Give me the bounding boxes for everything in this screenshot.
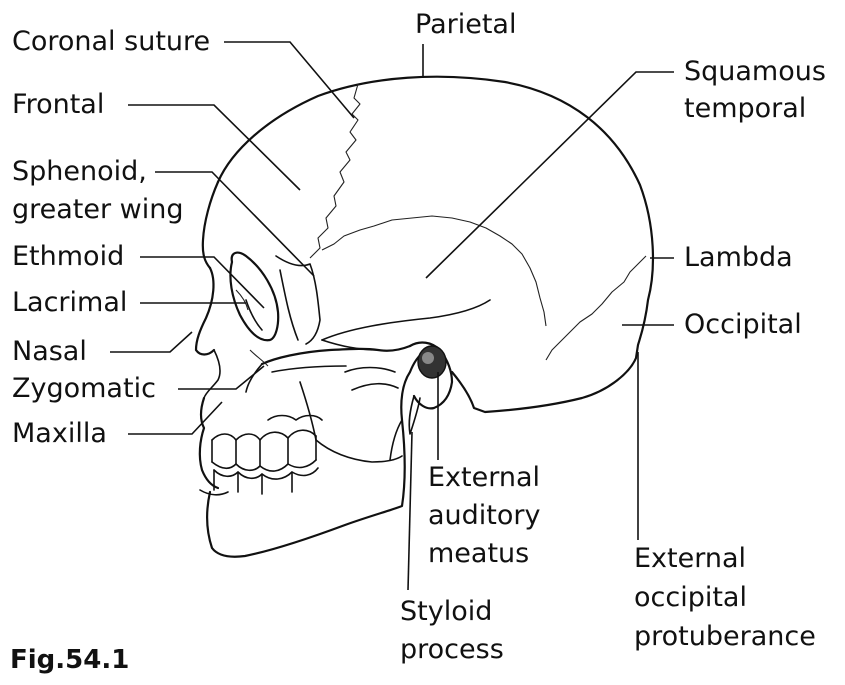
leader-sphenoid bbox=[155, 171, 315, 277]
label-ext-auditory-line1: External bbox=[428, 462, 540, 493]
leader-maxilla bbox=[128, 401, 223, 435]
leader-zygomatic bbox=[178, 365, 265, 390]
label-sphenoid-line2: greater wing bbox=[12, 194, 184, 225]
squamous-suture bbox=[321, 215, 547, 327]
skull-drawing bbox=[194, 75, 655, 558]
figure-caption: Fig.54.1 bbox=[10, 645, 129, 675]
label-lambda: Lambda bbox=[684, 242, 793, 273]
label-parietal: Parietal bbox=[415, 9, 516, 40]
mandible-outline bbox=[206, 350, 426, 558]
leader-nasal bbox=[110, 331, 193, 353]
label-sphenoid-line1: Sphenoid, bbox=[12, 156, 147, 187]
label-styloid-line1: Styloid bbox=[400, 596, 492, 627]
label-squamous-line1: Squamous bbox=[684, 56, 826, 87]
labels: Coronal suture Parietal Frontal Sphenoid… bbox=[10, 9, 826, 675]
label-ext-auditory-line3: meatus bbox=[428, 538, 529, 569]
label-coronal-suture: Coronal suture bbox=[12, 26, 210, 57]
leader-squamous bbox=[425, 71, 674, 279]
label-nasal: Nasal bbox=[12, 336, 87, 367]
label-occipital: Occipital bbox=[684, 309, 802, 340]
teeth bbox=[199, 414, 323, 496]
lambdoid-suture bbox=[545, 255, 647, 361]
leader-frontal bbox=[128, 104, 301, 191]
cranium-outline bbox=[216, 75, 655, 414]
zygomatic-arch bbox=[260, 344, 412, 366]
leader-styloid bbox=[407, 431, 413, 591]
label-lacrimal: Lacrimal bbox=[12, 287, 127, 318]
label-zygomatic: Zygomatic bbox=[12, 373, 156, 404]
label-maxilla: Maxilla bbox=[12, 418, 107, 449]
nasal-bone bbox=[194, 266, 216, 356]
styloid-shape bbox=[408, 395, 421, 435]
sphenoid-outline bbox=[275, 255, 321, 345]
orbit-outline bbox=[229, 251, 280, 342]
label-styloid-line2: process bbox=[400, 634, 504, 665]
label-ext-auditory-line2: auditory bbox=[428, 500, 541, 531]
frontal-contour bbox=[201, 180, 220, 270]
coronal-suture-line bbox=[309, 83, 361, 259]
leader-ethmoid bbox=[140, 256, 265, 309]
leader-lines bbox=[110, 41, 674, 591]
label-frontal: Frontal bbox=[12, 89, 104, 120]
maxilla-outline bbox=[198, 396, 220, 490]
label-squamous-line2: temporal bbox=[684, 93, 806, 124]
leader-coronal-suture bbox=[224, 41, 355, 119]
label-ext-occipital-line2: occipital bbox=[634, 582, 747, 613]
label-ext-occipital-line1: External bbox=[634, 543, 746, 574]
label-ext-occipital-line3: protuberance bbox=[634, 621, 816, 652]
label-ethmoid: Ethmoid bbox=[12, 241, 124, 272]
